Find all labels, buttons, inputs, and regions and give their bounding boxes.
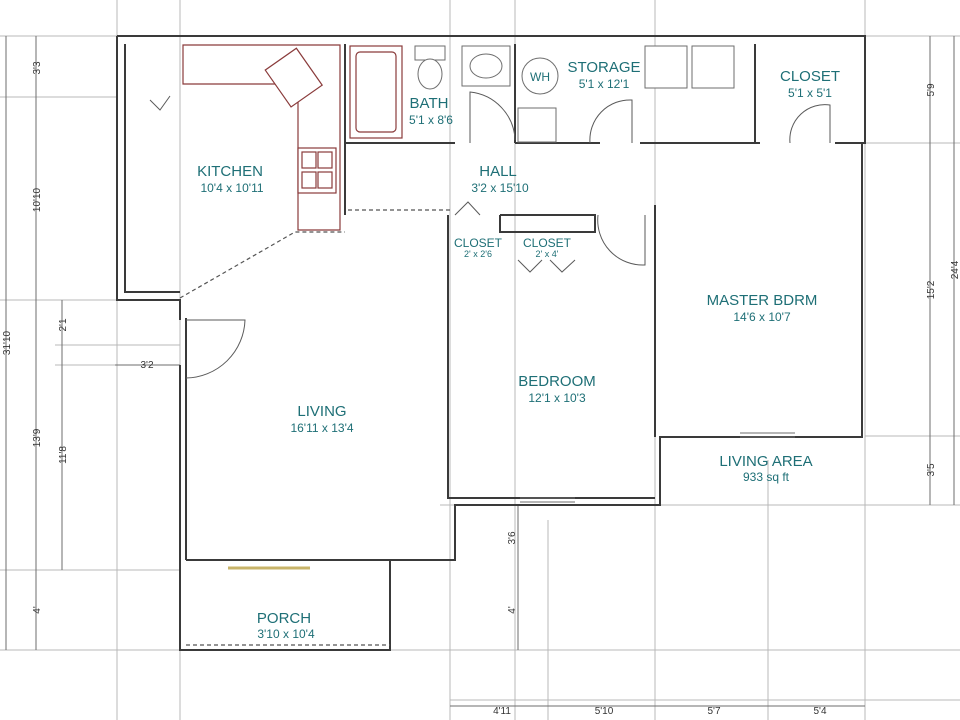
hall-label: HALL [479, 163, 517, 180]
bath-fixtures [349, 45, 735, 143]
closet-a-label: CLOSET [454, 236, 503, 250]
dim-bottom-d: 5'4 [813, 706, 826, 717]
bath-label: BATH [410, 95, 449, 112]
porch-label: PORCH [257, 610, 311, 627]
dimension-labels: 31'10 3'3 10'10 13'9 4' 2'1 11'8 3'2 3'6… [2, 61, 960, 717]
living-size: 16'11 x 13'4 [290, 421, 353, 435]
porch-size: 3'10 x 10'4 [257, 627, 315, 641]
living-label: LIVING [297, 403, 346, 420]
closet-top-size: 5'1 x 5'1 [788, 86, 832, 100]
dim-right-outer: 24'4 [950, 260, 960, 279]
dim-left-d: 4' [32, 606, 43, 614]
dim-left-a: 3'3 [32, 61, 43, 74]
openings [179, 209, 450, 646]
dim-left-outer: 31'10 [2, 330, 13, 355]
dim-right-c: 3'5 [926, 463, 937, 476]
bedroom-label: BEDROOM [518, 373, 596, 390]
storage-size: 5'1 x 12'1 [579, 77, 630, 91]
dim-inner-a: 2'1 [58, 318, 69, 331]
master-size: 14'6 x 10'7 [733, 310, 791, 324]
dimension-lines [5, 36, 955, 707]
hall-size: 3'2 x 15'10 [471, 181, 529, 195]
dim-bottom-a: 4'11 [493, 706, 511, 717]
room-labels: KITCHEN 10'4 x 10'11 BATH 5'1 x 8'6 STOR… [197, 59, 840, 641]
dim-left-c: 13'9 [32, 428, 43, 447]
dim-right-a: 5'9 [926, 83, 937, 96]
bedroom-size: 12'1 x 10'3 [528, 391, 586, 405]
doors [149, 91, 831, 379]
dim-center-a: 3'6 [507, 531, 518, 544]
windows [228, 432, 795, 570]
water-heater-label: WH [530, 70, 550, 84]
living-area-size: 933 sq ft [743, 470, 790, 484]
walls [116, 35, 866, 651]
kitchen-size: 10'4 x 10'11 [200, 181, 263, 195]
master-label: MASTER BDRM [707, 292, 818, 309]
closet-b-label: CLOSET [523, 236, 572, 250]
kitchen-fixtures [182, 44, 341, 231]
dim-left-b: 10'10 [32, 187, 43, 212]
storage-label: STORAGE [567, 59, 640, 76]
dim-bottom-b: 5'10 [595, 706, 614, 717]
dim-inner-b: 11'8 [58, 446, 69, 464]
living-area-label: LIVING AREA [719, 453, 812, 470]
dim-right-b: 15'2 [926, 280, 937, 299]
dim-door-offset: 3'2 [140, 360, 153, 371]
bath-size: 5'1 x 8'6 [409, 113, 453, 127]
closet-top-label: CLOSET [780, 68, 840, 85]
closet-b-size: 2' x 4' [536, 249, 559, 259]
dim-center-b: 4' [507, 606, 518, 614]
closet-a-size: 2' x 2'6 [464, 249, 492, 259]
kitchen-label: KITCHEN [197, 163, 263, 180]
dim-bottom-c: 5'7 [707, 706, 720, 717]
